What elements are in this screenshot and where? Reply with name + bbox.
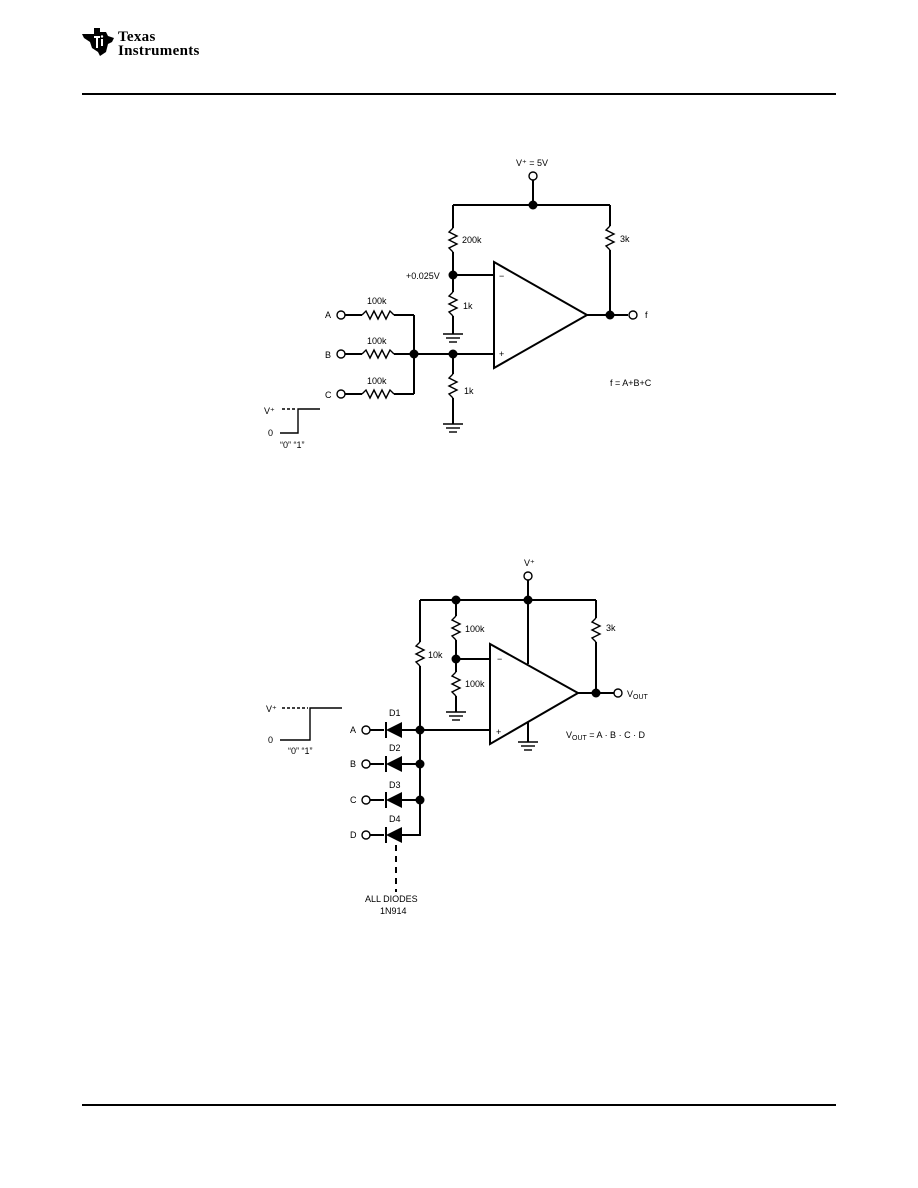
c1-resistor-a: [361, 309, 395, 321]
c2-label-d1: D1: [389, 708, 401, 718]
c2-opamp-plus: +: [496, 727, 501, 737]
c1-logic-low: 0: [268, 428, 273, 438]
logo-line1: Texas: [118, 29, 156, 45]
c2-resistor-100k-top: [450, 615, 462, 641]
c1-opamp-plus: +: [499, 349, 504, 359]
c1-supply-terminal: [528, 171, 538, 181]
c2-opamp-minus: −: [497, 654, 502, 664]
c1-label-rb: 100k: [367, 336, 387, 346]
c1-supply-label: V⁺ = 5V: [516, 158, 548, 168]
header-rule: [82, 93, 836, 95]
circuit-and-gate: V⁺ 10k 100k 100k 3k − +: [266, 558, 649, 916]
footer-rule: [82, 1104, 836, 1106]
c2-label-d4: D4: [389, 814, 401, 824]
c1-resistor-1k-upper: [447, 291, 459, 317]
c2-resistor-10k: [414, 641, 426, 667]
c2-supply-label: V⁺: [524, 558, 535, 568]
c1-input-a: A: [325, 310, 331, 320]
c2-input-c: C: [350, 795, 357, 805]
c1-label-rc: 100k: [367, 376, 387, 386]
c2-label-10k: 10k: [428, 650, 443, 660]
c1-resistor-c: [361, 388, 395, 400]
c1-junction-top: [528, 200, 538, 210]
c2-diode-a: A D1: [350, 708, 420, 738]
c1-input-c: C: [325, 390, 332, 400]
c1-label-node-voltage: +0.025V: [406, 271, 440, 281]
c1-label-1k-lower: 1k: [464, 386, 474, 396]
c2-label-100k-bottom: 100k: [465, 679, 485, 689]
c2-label-100k-top: 100k: [465, 624, 485, 634]
c2-resistor-100k-bottom: [450, 671, 462, 697]
c1-label-1k-upper: 1k: [463, 301, 473, 311]
circuit-or-gate: V⁺ = 5V 200k 3k +0.025V 1k − +: [264, 158, 652, 450]
c2-diode-b: B D2: [350, 743, 420, 772]
c2-logic-labels: “0” “1”: [288, 746, 313, 756]
c1-junction-out: [605, 310, 615, 320]
c2-logic-high: V⁺: [266, 704, 277, 714]
ti-logo: Texas Instruments: [80, 26, 230, 66]
c2-input-a: A: [350, 725, 356, 735]
logo-line2: Instruments: [118, 43, 200, 59]
c1-resistor-200k: [447, 227, 459, 253]
c1-label-200k: 200k: [462, 235, 482, 245]
c1-output-terminal: [628, 310, 638, 320]
c2-input-d: D: [350, 830, 357, 840]
c2-opamp: [489, 642, 581, 746]
c1-logic-waveform: [280, 408, 320, 434]
c1-logic-high: V⁺: [264, 406, 275, 416]
c1-label-output: f: [645, 310, 648, 320]
c1-label-ra: 100k: [367, 296, 387, 306]
c2-resistor-3k: [590, 617, 602, 643]
c1-resistor-3k: [604, 225, 616, 251]
c1-label-3k: 3k: [620, 234, 630, 244]
c2-label-d2: D2: [389, 743, 401, 753]
c1-input-b: B: [325, 350, 331, 360]
c2-note-line2: 1N914: [380, 906, 407, 916]
c2-label-3k: 3k: [606, 623, 616, 633]
ti-state-logo-icon: [82, 28, 114, 56]
c2-diode-c: C D3: [350, 780, 420, 808]
c2-diode-d: D D4: [350, 814, 420, 843]
c2-input-b: B: [350, 759, 356, 769]
c1-resistor-b: [361, 348, 395, 360]
c2-label-output: VOUT: [627, 689, 649, 701]
c1-logic-labels: “0” “1”: [280, 440, 305, 450]
c1-opamp: [493, 260, 590, 370]
c1-equation: f = A+B+C: [610, 378, 652, 388]
c2-equation: VOUT = A · B · C · D: [566, 730, 646, 742]
c2-note-line1: ALL DIODES: [365, 894, 418, 904]
c2-logic-waveform: [280, 707, 342, 741]
c2-logic-low: 0: [268, 735, 273, 745]
c2-label-d3: D3: [389, 780, 401, 790]
c1-resistor-1k-lower: [447, 373, 459, 399]
c1-opamp-minus: −: [499, 271, 504, 281]
